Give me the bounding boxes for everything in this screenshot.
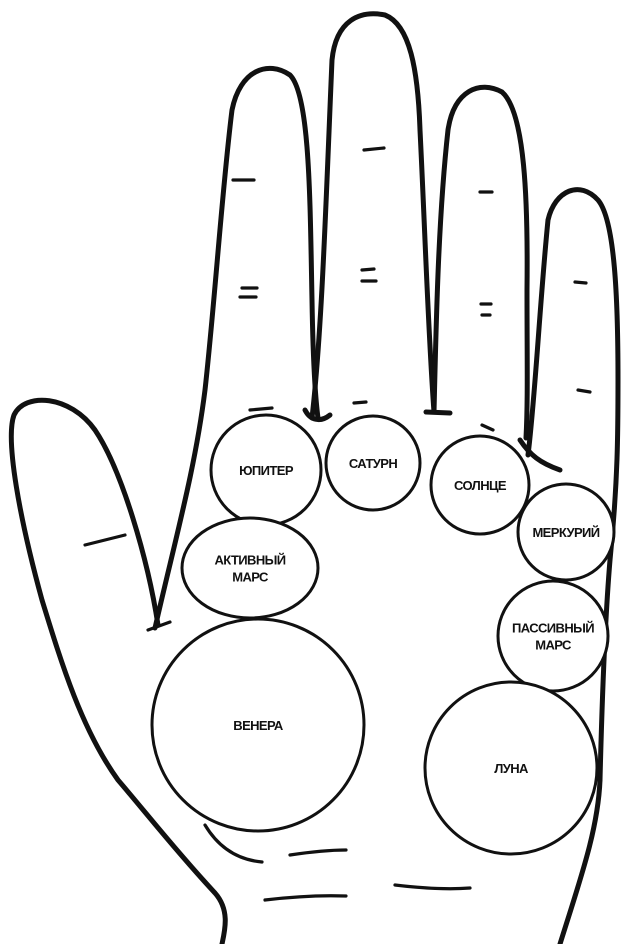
mount-jupiter-label: ЮПИТЕР [239, 463, 294, 478]
mount-mercury-label: МЕРКУРИЙ [532, 525, 599, 540]
middle-crease-base [354, 402, 366, 403]
wrist-crease-1 [290, 850, 346, 855]
ring-crease-base [482, 425, 493, 430]
mount-saturn-label: САТУРН [349, 456, 398, 471]
mount-sun: СОЛНЦЕ [431, 436, 529, 534]
mount-venus-label: ВЕНЕРА [233, 718, 284, 733]
mount-moon-label: ЛУНА [494, 761, 529, 776]
wrist-crease-2 [265, 896, 346, 900]
mount-passive-mars-label: ПАССИВНЫЙ [512, 621, 594, 636]
mount-passive-mars-circle [498, 581, 608, 691]
middle-crease-mid-1 [362, 269, 374, 270]
wrist-crease-3 [395, 885, 470, 889]
middle-ring-junction [426, 412, 450, 413]
index-crease-base [250, 408, 272, 410]
mount-active-mars-label: АКТИВНЫЙ [215, 553, 286, 568]
mount-moon: ЛУНА [425, 682, 597, 854]
mount-active-mars-circle [182, 518, 318, 618]
mount-venus: ВЕНЕРА [152, 619, 364, 831]
mount-mercury: МЕРКУРИЙ [518, 484, 614, 580]
thumb-crease [85, 535, 125, 545]
mount-passive-mars-label: МАРС [535, 638, 572, 653]
mount-sun-label: СОЛНЦЕ [454, 478, 507, 493]
mount-active-mars-label: МАРС [232, 570, 269, 585]
mount-jupiter: ЮПИТЕР [211, 415, 321, 525]
middle-crease-top [364, 148, 384, 150]
middle-finger-outline [312, 14, 434, 418]
ring-finger-outline [434, 87, 527, 438]
mount-saturn: САТУРН [326, 416, 420, 510]
little-crease-top [575, 282, 586, 283]
mount-passive-mars: ПАССИВНЫЙ МАРС [498, 581, 608, 691]
little-crease-mid [578, 390, 590, 392]
mount-active-mars: АКТИВНЫЙ МАРС [182, 518, 318, 618]
